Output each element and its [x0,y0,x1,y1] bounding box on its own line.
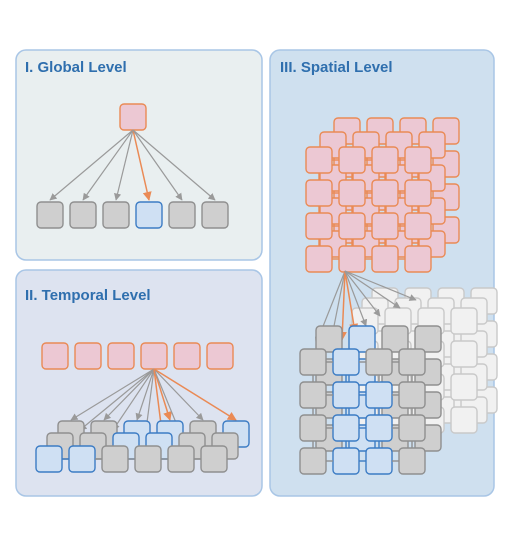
context-token [299,414,327,442]
attention-arrow [143,368,155,431]
attention-arrow [329,270,346,337]
temporal-level-graphics [35,342,250,473]
attended-token [365,414,393,442]
query-token [371,146,399,174]
context-token-faded [450,340,478,368]
attention-arrow-selected [153,368,172,421]
attention-arrow-selected [132,129,152,201]
attended-token [332,447,360,475]
attended-token [365,447,393,475]
frame-token [200,445,228,473]
context-token [348,325,376,353]
spatial-level-title: III. Spatial Level [280,59,393,76]
query-token [404,245,432,273]
global-level-panel: I. Global Level [15,49,263,261]
query-token [338,146,366,174]
global-level-title: I. Global Level [25,59,127,76]
query-token [119,103,147,131]
frame-token [134,445,162,473]
query-token [140,342,168,370]
frame-token [68,445,96,473]
query-token [371,179,399,207]
context-token [398,381,426,409]
context-token-faded [450,406,478,434]
context-token [398,414,426,442]
attention-arrow [344,270,401,309]
context-token [315,325,343,353]
attended-token [135,201,163,229]
attention-arrow [132,129,183,201]
attended-token [365,381,393,409]
context-token [414,325,442,353]
query-token [338,245,366,273]
attention-arrow [132,129,216,201]
temporal-level-title: II. Temporal Level [25,287,151,304]
attention-arrow [344,270,381,317]
context-token [398,348,426,376]
query-token [305,146,333,174]
query-token [41,342,69,370]
attention-arrow [103,368,155,421]
attended-token [332,348,360,376]
attention-arrow [70,368,155,421]
attention-arrow [344,270,417,301]
context-token [201,201,229,229]
context-token [365,348,393,376]
global-level-graphics [36,103,229,229]
query-token [173,342,201,370]
query-token [305,245,333,273]
query-token [338,179,366,207]
context-token [299,447,327,475]
attention-arrow [82,129,134,201]
frame-token [35,445,63,473]
context-token-faded [450,373,478,401]
context-token [299,348,327,376]
query-token [74,342,102,370]
context-token [102,201,130,229]
attention-arrow-selected [153,368,237,421]
context-token [299,381,327,409]
attention-arrow [49,129,134,201]
spatial-level-graphics [299,117,498,475]
query-token [206,342,234,370]
spatial-level-panel: III. Spatial Level [269,49,498,497]
attention-arrow-selected [344,270,359,333]
context-token [69,201,97,229]
context-token [398,447,426,475]
query-token [305,179,333,207]
attention-arrow [79,368,155,431]
context-token-faded [450,307,478,335]
query-token [371,245,399,273]
frame-token [167,445,195,473]
attention-arrow [114,129,134,201]
attention-arrow [112,368,155,431]
query-token [338,212,366,240]
query-token [404,146,432,174]
context-token [36,201,64,229]
attended-token [332,381,360,409]
attention-arrow-selected [337,270,347,341]
query-token [404,179,432,207]
context-token [168,201,196,229]
attention-arrow [135,368,155,421]
context-token [381,325,409,353]
frame-token [101,445,129,473]
query-token [371,212,399,240]
attention-arrow [153,368,180,431]
attention-arrow [153,368,204,421]
query-token [305,212,333,240]
attended-token [332,414,360,442]
temporal-level-panel: II. Temporal Level [15,269,263,497]
attention-arrow [344,270,368,327]
query-token [107,342,135,370]
query-token [404,212,432,240]
